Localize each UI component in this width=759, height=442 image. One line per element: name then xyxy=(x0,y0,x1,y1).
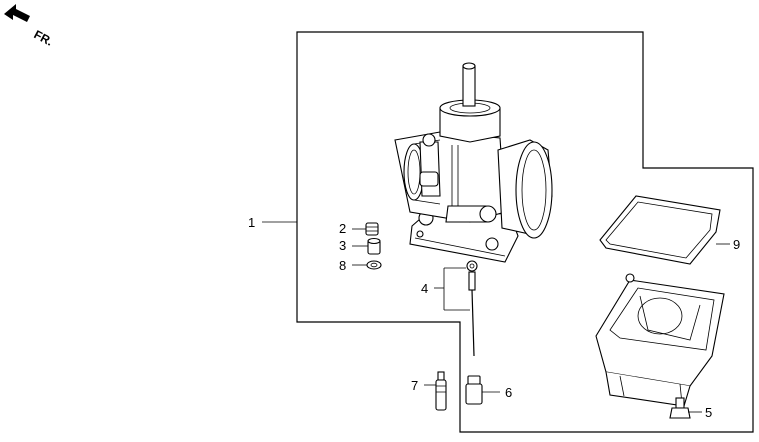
callout-3: 3 xyxy=(339,238,346,253)
callout-4: 4 xyxy=(421,281,428,296)
carburetor-body xyxy=(394,62,553,263)
callout-9: 9 xyxy=(733,237,740,252)
part-5-screw xyxy=(669,397,691,419)
float-bowl xyxy=(595,273,725,407)
part-9-gasket xyxy=(599,195,721,265)
callout-2: 2 xyxy=(339,221,346,236)
callout-1: 1 xyxy=(248,215,255,230)
direction-label: FR. xyxy=(32,27,56,48)
callout-5: 5 xyxy=(705,405,712,420)
part-7-jet xyxy=(435,371,447,411)
assembly-boundary xyxy=(296,31,754,433)
callout-6: 6 xyxy=(505,385,512,400)
front-direction-arrow-icon xyxy=(4,4,30,22)
leader-lines xyxy=(262,221,730,413)
callout-8: 8 xyxy=(339,258,346,273)
part-4-needle xyxy=(466,260,478,357)
part-6-holder xyxy=(465,375,483,405)
part-2-spring xyxy=(365,222,379,236)
part-8-washer xyxy=(366,260,382,270)
part-3-cap xyxy=(367,237,381,255)
callout-7: 7 xyxy=(411,378,418,393)
